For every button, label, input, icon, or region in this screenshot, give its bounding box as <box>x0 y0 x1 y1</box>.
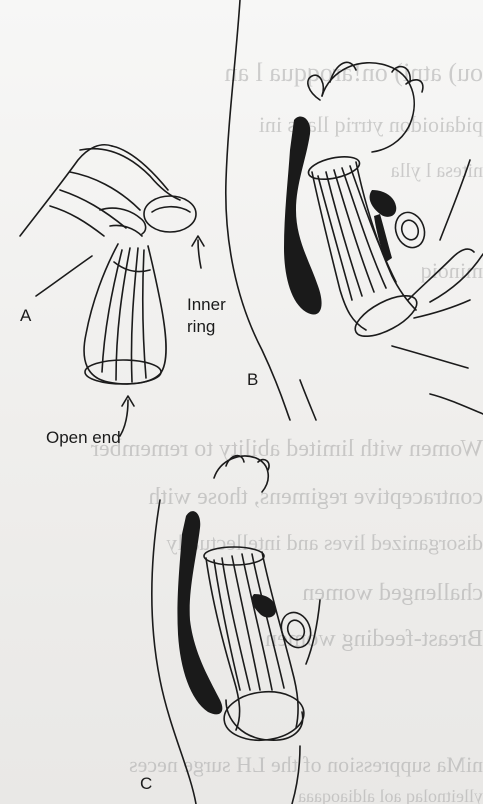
panel-b-dark-tissue <box>284 116 396 314</box>
panel-a-drawing <box>20 145 204 436</box>
panel-b-label: B <box>247 370 258 390</box>
panel-c-drawing <box>152 456 320 804</box>
open-end-label: Open end <box>46 428 121 448</box>
panel-c-label: C <box>140 774 152 794</box>
inner-ring-label: Inner ring <box>187 294 247 338</box>
panel-c-dark-tissue <box>177 511 276 714</box>
panel-b-drawing <box>226 0 483 420</box>
panel-a-label: A <box>20 306 31 326</box>
